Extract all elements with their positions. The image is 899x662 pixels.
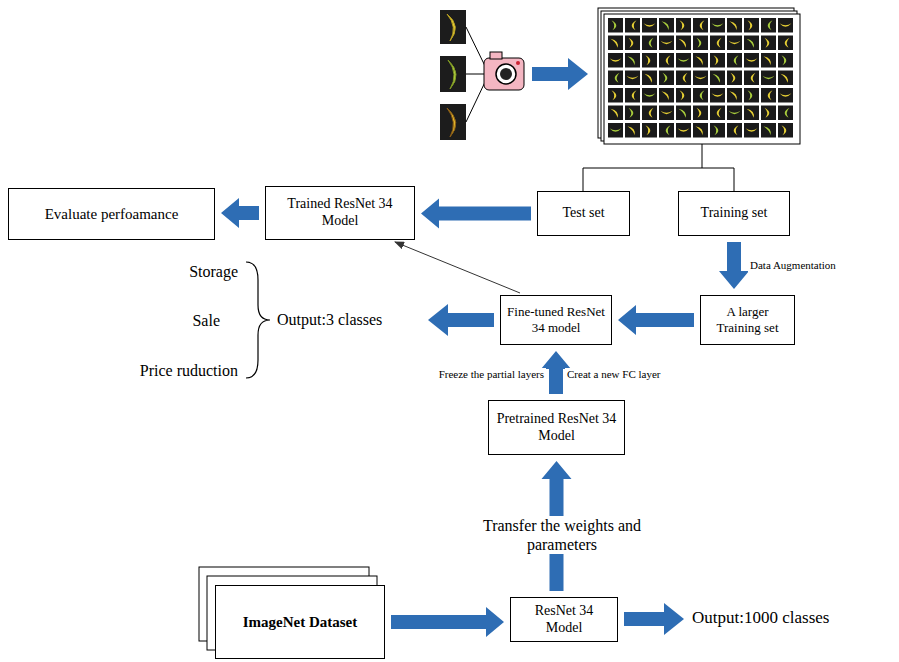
camera-icon [484,52,524,90]
box-text: ImageNet Dataset [243,613,358,631]
annotation-label: Output:1000 classes [690,608,831,628]
split-lines [583,144,734,191]
brace [246,262,270,378]
process-box: Training set [678,191,790,236]
annotation-label: Output:3 classes [275,310,384,329]
image-grid-stack [598,8,800,144]
box-text: Fine-tuned ResNet 34 model [507,304,605,335]
block-arrow [719,242,749,289]
annotation-label: Creat a new FC layer [565,368,662,381]
annotation-label: Sale [190,311,222,330]
block-arrow [618,305,694,335]
process-box: Trained ResNet 34 Model [265,186,415,240]
process-box: Evaluate perfoamance [8,188,215,240]
process-box: A larger Training set [700,295,795,345]
box-text: Training set [701,205,768,222]
block-arrow [221,198,259,228]
process-box: Test set [537,191,630,236]
process-box: Fine-tuned ResNet 34 model [500,295,612,345]
edge-label: Transfer the weights and parameters [453,516,672,554]
banana-photos [440,10,486,140]
block-arrow [428,304,494,336]
block-arrow [391,607,504,637]
thin-arrow [395,242,520,293]
box-text: ResNet 34 Model [517,603,611,637]
process-box: ResNet 34 Model [510,597,618,642]
box-text: Test set [562,205,604,222]
block-arrow [421,199,531,229]
block-arrow [532,58,588,90]
annotation-label: Storage [187,262,240,281]
box-text: Evaluate perfoamance [45,205,179,223]
process-box: Pretrained ResNet 34 Model [488,400,625,455]
annotation-label: Freeze the partial layers [437,368,546,381]
dataset-box: ImageNet Dataset [215,585,385,659]
edge-label: Data Augmentation [748,259,838,272]
box-text: Pretrained ResNet 34 Model [495,411,618,445]
block-arrow [624,603,684,635]
annotation-label: Price ruduction [138,361,240,380]
box-text: A larger Training set [707,304,788,335]
box-text: Trained ResNet 34 Model [272,196,408,230]
